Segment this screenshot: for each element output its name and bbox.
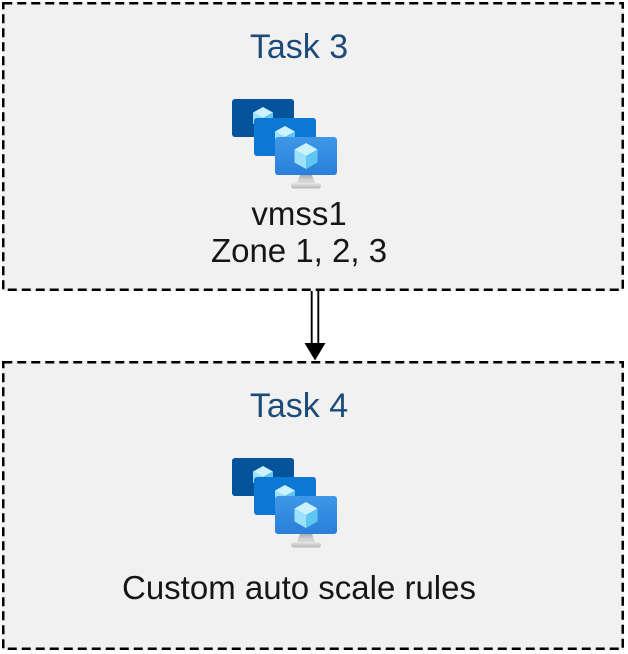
autoscale-rules-label: Custom auto scale rules xyxy=(122,569,476,606)
zones-label: Zone 1, 2, 3 xyxy=(210,232,388,269)
task4-caption: Custom auto scale rules xyxy=(0,568,610,608)
task4-title: Task 4 xyxy=(249,387,349,425)
task3-dashed-border xyxy=(2,2,624,291)
down-arrow-icon xyxy=(304,291,326,361)
vm-scale-sets-icon xyxy=(232,458,337,550)
task4-box: Task 4 Custom auto scale rules xyxy=(2,361,624,650)
task3-title: Task 3 xyxy=(249,28,349,66)
task3-box: Task 3 vmss1 Zone 1, 2, 3 xyxy=(2,2,624,291)
vmss-name-label: vmss1 xyxy=(251,195,347,232)
vm-scale-sets-icon xyxy=(232,99,337,191)
task3-caption: vmss1 Zone 1, 2, 3 xyxy=(0,195,610,269)
down-arrow-connector xyxy=(300,291,330,361)
task4-dashed-border xyxy=(2,361,624,650)
